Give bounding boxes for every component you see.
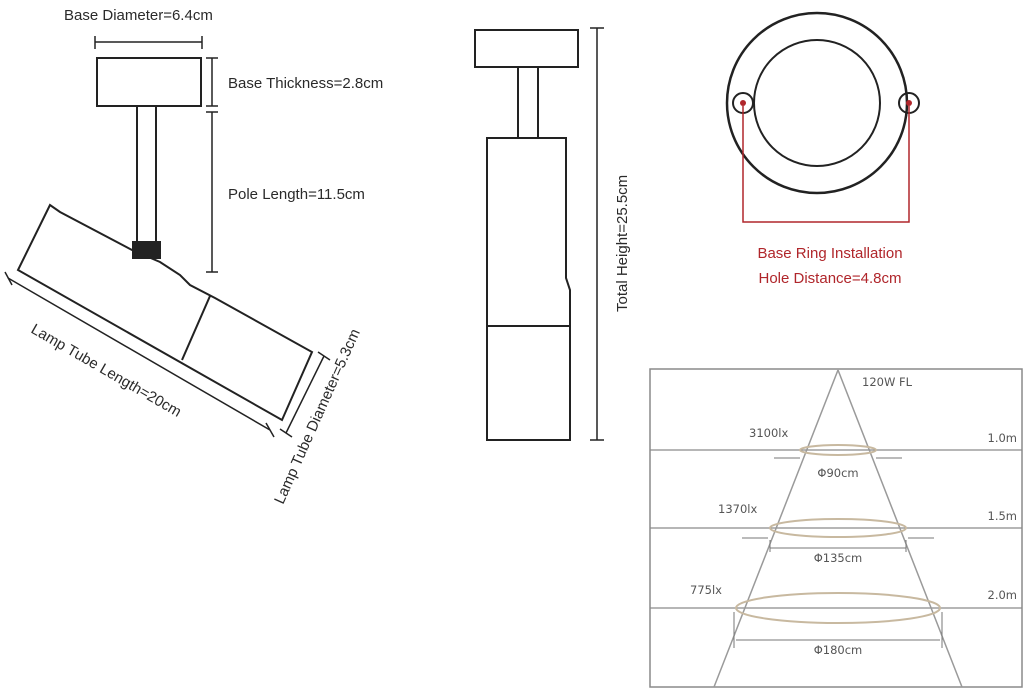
base-thickness-label: Base Thickness=2.8cm — [228, 75, 383, 92]
level-lux-1m: 3100lx — [749, 426, 788, 440]
hole-distance-bracket — [742, 106, 910, 223]
beam-ellipse-1m — [799, 444, 877, 456]
tube-diameter-dim-line — [285, 355, 325, 434]
level-distance-1m: 1.0m — [988, 431, 1018, 445]
total-height-label: Total Height=25.5cm — [614, 175, 631, 312]
level-diameter-1m: Φ90cm — [817, 466, 858, 480]
level-distance-15m: 1.5m — [988, 509, 1018, 523]
straight-lamp-view — [474, 27, 604, 441]
tube-length-tick-end — [265, 422, 275, 438]
angled-lamp-view — [4, 36, 331, 438]
base-ring-view — [725, 11, 920, 223]
ring-label-line2: Hole Distance=4.8cm — [759, 270, 902, 287]
lamp-tube-outline — [16, 203, 314, 422]
mounting-hole-right-center — [906, 100, 912, 106]
light-distribution-chart — [649, 368, 1023, 688]
beam-edge-right — [837, 369, 963, 688]
light-chart-title: 120W FL — [862, 375, 913, 389]
straight-tube-outline — [486, 137, 571, 441]
tube-length-tick-start — [4, 271, 13, 286]
level-lux-15m: 1370lx — [718, 502, 757, 516]
level-diameter-15m: Φ135cm — [814, 551, 863, 565]
tube-diameter-tick-start — [317, 351, 331, 361]
beam-ellipse-15m — [769, 518, 907, 538]
base-diameter-label: Base Diameter=6.4cm — [64, 7, 213, 24]
level-lux-2m: 775lx — [690, 583, 722, 597]
pole-length-label: Pole Length=11.5cm — [228, 186, 365, 203]
tube-length-dim-line — [7, 277, 271, 431]
lamp-tube-divider — [181, 295, 211, 361]
level-distance-2m: 2.0m — [988, 588, 1018, 602]
base-ring-inner — [753, 39, 881, 167]
mounting-hole-left-center — [740, 100, 746, 106]
beam-ellipse-2m — [735, 592, 941, 624]
lamp-base — [96, 57, 202, 107]
beam-edge-left — [713, 369, 839, 688]
straight-base — [474, 29, 579, 68]
tube-diameter-label: Lamp Tube Diameter=5.3cm — [271, 326, 364, 506]
level-diameter-2m: Φ180cm — [814, 643, 863, 657]
tube-diameter-tick-end — [279, 428, 293, 438]
ring-label-line1: Base Ring Installation — [757, 245, 902, 262]
